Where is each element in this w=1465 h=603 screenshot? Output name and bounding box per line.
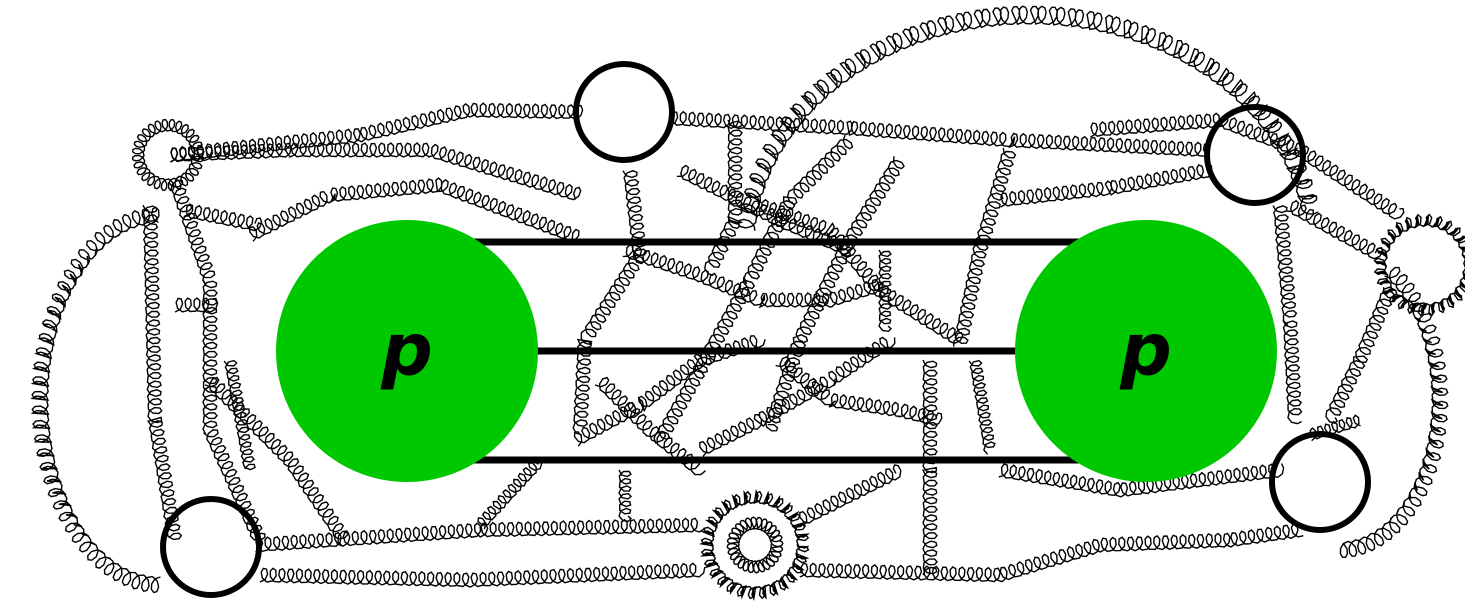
gluon-spring [800, 524, 1304, 582]
gluon-spring [701, 491, 808, 598]
proton-right-label: p [1119, 308, 1172, 392]
proton-left-label: p [380, 308, 433, 392]
proton-left: p [276, 220, 538, 482]
gluon-spring [1326, 287, 1395, 423]
gluon-spring [923, 360, 937, 575]
gluon-spring [133, 120, 204, 191]
gluon-spring [478, 457, 542, 529]
gluon-spring [619, 470, 631, 521]
gluon-spring [969, 361, 995, 455]
proton-right: p [1015, 220, 1277, 482]
gluon-spring [573, 171, 646, 435]
gluon-spring [954, 148, 1016, 347]
gluon-spring [143, 205, 181, 539]
gluon-spring [879, 250, 891, 331]
gluon-spring [727, 517, 783, 573]
gluon-spring [168, 180, 265, 540]
gluon-spring [1287, 201, 1383, 259]
gluon-spring [32, 207, 160, 592]
gluon-spring [1273, 206, 1302, 424]
quark-loop [1272, 434, 1368, 530]
quark-loop [576, 64, 672, 160]
gluon-spring [758, 200, 963, 343]
gluon-spring [800, 465, 901, 526]
gluon-spring [260, 563, 705, 587]
gluon-spring [670, 112, 1210, 157]
gluon-spring [1001, 163, 1212, 207]
quark-loop [163, 499, 259, 595]
gluon-spring [224, 361, 255, 470]
